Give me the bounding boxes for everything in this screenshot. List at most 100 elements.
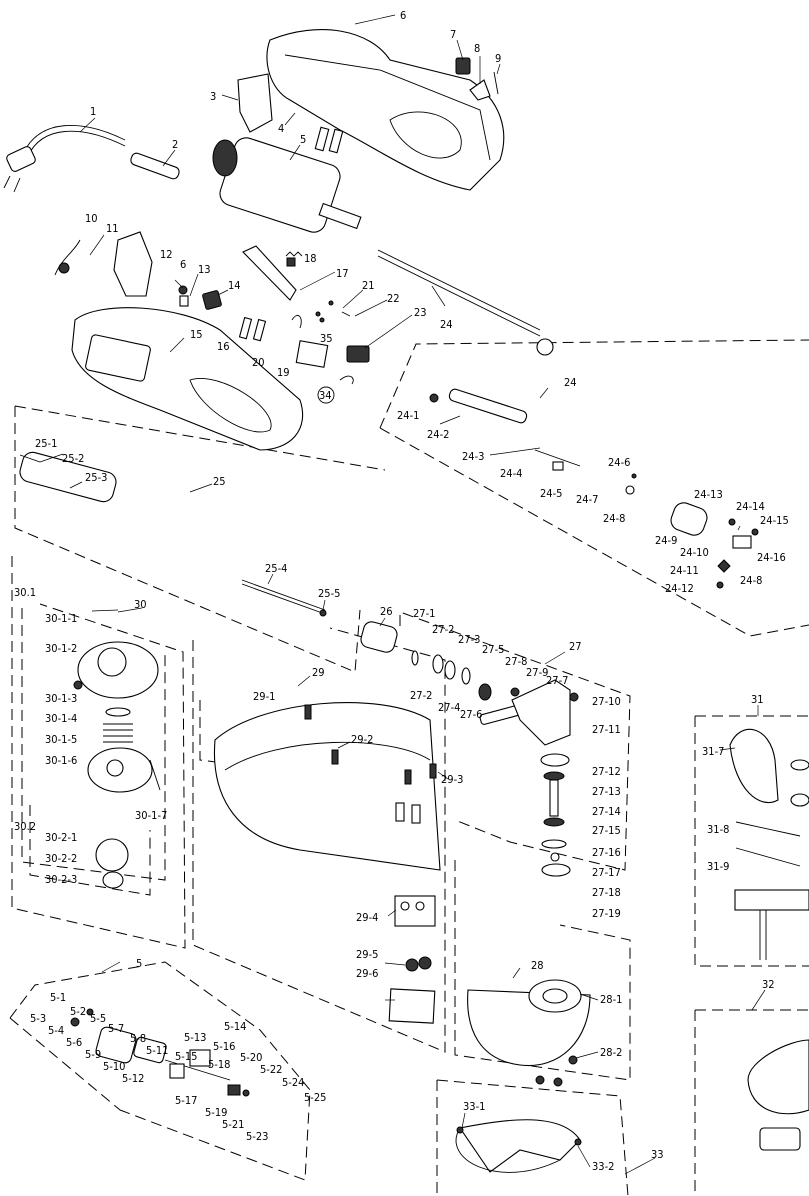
label-part-21: 21 — [362, 279, 375, 292]
label-5-9: 5-9 — [85, 1048, 101, 1061]
label-part-24: 24 — [440, 318, 453, 331]
label-24-4: 24-4 — [500, 467, 522, 480]
label-part-34: 34 — [319, 389, 332, 402]
leader-lines — [39, 14, 766, 1175]
label-27-8: 27-8 — [505, 655, 527, 668]
label-27-9: 27-9 — [526, 666, 548, 679]
label-27-6: 27-6 — [460, 708, 482, 721]
label-5-16: 5-16 — [213, 1040, 235, 1053]
label-5-8: 5-8 — [130, 1032, 146, 1045]
label-part-23: 23 — [414, 306, 427, 319]
label-5-22: 5-22 — [260, 1063, 282, 1076]
label-25-2: 25-2 — [62, 452, 84, 465]
label-24-8-b: 24-8 — [740, 574, 762, 587]
label-30-1-7: 30-1-7 — [135, 809, 167, 822]
label-27-13: 27-13 — [592, 785, 621, 798]
label-27-5: 27-5 — [482, 643, 504, 656]
label-30-1-2: 30-1-2 — [45, 642, 77, 655]
label-24-2: 24-2 — [427, 428, 449, 441]
label-30-2-2: 30-2-2 — [45, 852, 77, 865]
part-drawings — [3, 29, 809, 1173]
label-24-9: 24-9 — [655, 534, 677, 547]
label-5-1: 5-1 — [50, 991, 66, 1004]
label-part-13: 13 — [198, 263, 211, 276]
gear-head — [511, 679, 571, 746]
label-part-1: 1 — [90, 105, 96, 118]
label-part-6: 6 — [400, 9, 406, 22]
label-5-24: 5-24 — [282, 1076, 304, 1089]
label-24-6: 24-6 — [608, 456, 630, 469]
label-27-2: 27-2 — [432, 623, 454, 636]
label-25-3: 25-3 — [85, 471, 107, 484]
label-27-18: 27-18 — [592, 886, 621, 899]
grass-guard — [213, 702, 441, 871]
label-5-25: 5-25 — [304, 1091, 326, 1104]
label-29-2: 29-2 — [351, 733, 373, 746]
label-5-11: 5-11 — [146, 1044, 168, 1057]
label-5-19: 5-19 — [205, 1106, 227, 1119]
label-24-7: 24-7 — [576, 493, 598, 506]
label-30-1-6: 30-1-6 — [45, 754, 77, 767]
lever — [242, 245, 297, 301]
label-part-9: 9 — [495, 52, 501, 65]
label-31-7: 31-7 — [702, 745, 724, 758]
label-27-2-b: 27-2 — [410, 689, 432, 702]
label-29-5: 29-5 — [356, 948, 378, 961]
label-5-13: 5-13 — [184, 1031, 206, 1044]
label-part-19: 19 — [277, 366, 290, 379]
plug — [6, 146, 36, 172]
label-part-17: 17 — [336, 267, 349, 280]
label-24-group: 24 — [564, 376, 577, 389]
label-28-group: 28 — [531, 959, 544, 972]
label-24-8: 24-8 — [603, 512, 625, 525]
label-5-21: 5-21 — [222, 1118, 244, 1131]
label-25-group: 25 — [213, 475, 226, 488]
label-33-2: 33-2 — [592, 1160, 614, 1173]
label-29-4: 29-4 — [356, 911, 378, 924]
label-part-26: 26 — [380, 605, 393, 618]
label-5-10: 5-10 — [103, 1060, 125, 1073]
label-part-3: 3 — [210, 90, 216, 103]
label-part-15: 15 — [190, 328, 203, 341]
label-24-15: 24-15 — [760, 514, 789, 527]
label-29-1: 29-1 — [253, 690, 275, 703]
label-5-17: 5-17 — [175, 1094, 197, 1107]
lower-housing — [71, 307, 304, 451]
label-30-2-3: 30-2-3 — [45, 873, 77, 886]
label-32-group: 32 — [762, 978, 775, 991]
label-5-3: 5-3 — [30, 1012, 46, 1025]
label-30-group: 30 — [134, 598, 147, 611]
cord-sleeve — [130, 152, 180, 180]
label-27-15: 27-15 — [592, 824, 621, 837]
label-27-7: 27-7 — [546, 674, 568, 687]
label-5-15: 5-15 — [175, 1050, 197, 1063]
label-27-group: 27 — [569, 640, 582, 653]
label-25-1: 25-1 — [35, 437, 57, 450]
label-27-14: 27-14 — [592, 805, 621, 818]
label-part-6-switch: 6 — [180, 258, 186, 271]
side-cover — [237, 73, 273, 133]
label-5-14: 5-14 — [224, 1020, 246, 1033]
label-27-3: 27-3 — [458, 633, 480, 646]
label-part-20: 20 — [252, 356, 265, 369]
label-33-1: 33-1 — [463, 1100, 485, 1113]
label-5-2: 5-2 — [70, 1005, 86, 1018]
label-part-22: 22 — [387, 292, 400, 305]
label-24-11: 24-11 — [670, 564, 699, 577]
label-31-group: 31 — [751, 693, 764, 706]
label-29-3: 29-3 — [441, 773, 463, 786]
label-part-8: 8 — [474, 42, 480, 55]
label-part-2: 2 — [172, 138, 178, 151]
label-part-35: 35 — [320, 332, 333, 345]
label-27-16: 27-16 — [592, 846, 621, 859]
power-cord — [23, 124, 126, 153]
label-5-6: 5-6 — [66, 1036, 82, 1049]
label-24-14: 24-14 — [736, 500, 765, 513]
label-part-10: 10 — [85, 212, 98, 225]
label-5-group: 5 — [136, 957, 142, 970]
label-30-2: 30.2 — [14, 820, 36, 833]
label-5-7: 5-7 — [108, 1022, 124, 1035]
label-5-12: 5-12 — [122, 1072, 144, 1085]
label-part-18: 18 — [304, 252, 317, 265]
